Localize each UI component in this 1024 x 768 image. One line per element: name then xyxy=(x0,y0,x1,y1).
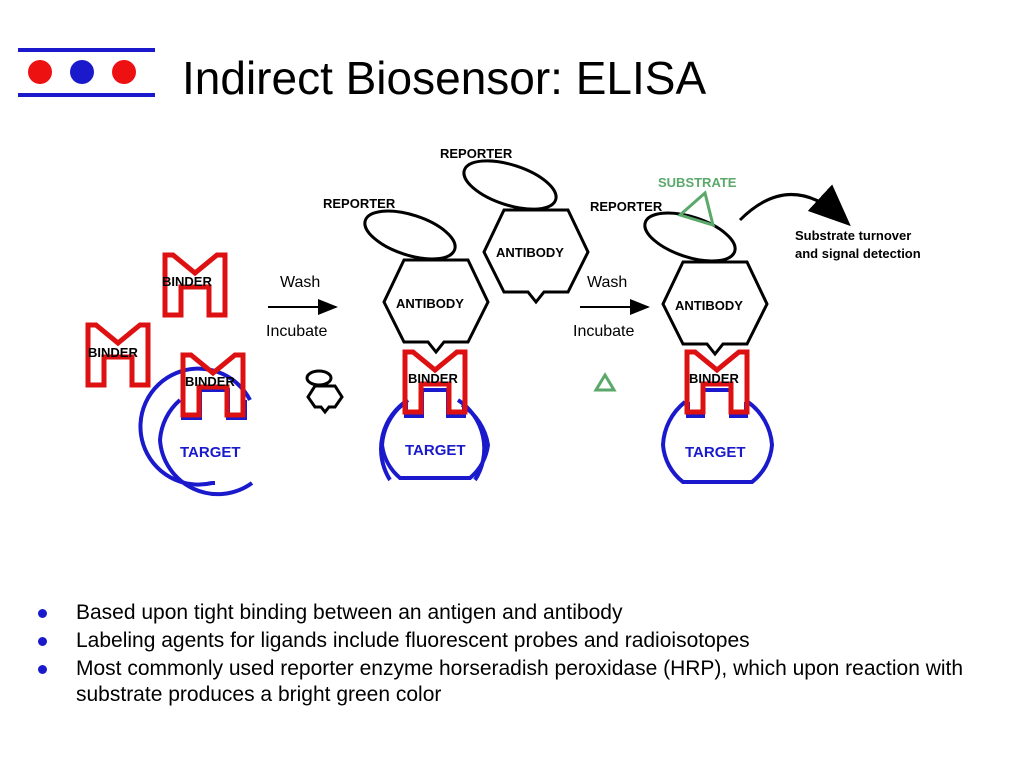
elisa-diagram: BINDER BINDER BINDER TARGET Wash Incubat… xyxy=(0,146,921,497)
antibody-label: ANTIBODY xyxy=(675,298,743,313)
antibody-label: ANTIBODY xyxy=(496,245,564,260)
substrate-triangle xyxy=(676,190,716,228)
reporter-label: REPORTER xyxy=(440,146,513,161)
bullet-item: Labeling agents for ligands include fluo… xyxy=(36,628,996,654)
reporter-shape xyxy=(363,209,457,261)
signal-note-line-1: Substrate turnover xyxy=(795,228,911,243)
bullet-item: Based upon tight binding between an anti… xyxy=(36,600,996,626)
binder-label: BINDER xyxy=(88,345,138,360)
binder-label: BINDER xyxy=(408,371,458,386)
binder-label: BINDER xyxy=(185,374,235,389)
signal-arrow xyxy=(738,184,851,227)
target-complex-2: BINDER TARGET ANTIBODY REPORTER xyxy=(323,196,491,482)
step-1: Wash Incubate xyxy=(266,274,338,340)
free-binder-2: BINDER xyxy=(88,325,148,385)
antibody-label: ANTIBODY xyxy=(396,296,464,311)
bullet-dot xyxy=(38,665,47,674)
binder-label: BINDER xyxy=(689,371,739,386)
logo-dot-red-2 xyxy=(112,60,136,84)
bullet-dot xyxy=(38,637,47,646)
page-title: Indirect Biosensor: ELISA xyxy=(182,52,707,104)
bullet-list: Based upon tight binding between an anti… xyxy=(36,600,996,710)
bullet-item: Most commonly used reporter enzyme horse… xyxy=(36,656,996,708)
substrate-triangle-small xyxy=(593,372,617,392)
reporter-shape xyxy=(643,211,737,263)
bullet-dot xyxy=(38,609,47,618)
step-2-incubate: Incubate xyxy=(573,323,634,340)
reporter-label: REPORTER xyxy=(590,199,663,214)
reporter-shape xyxy=(462,159,558,211)
step-1-wash: Wash xyxy=(280,274,320,291)
target-label: TARGET xyxy=(405,442,466,459)
target-complex-1: BINDER TARGET xyxy=(138,355,254,497)
step-2-wash: Wash xyxy=(587,274,627,291)
signal-note-line-2: and signal detection xyxy=(795,246,921,261)
reporter-label: REPORTER xyxy=(323,196,396,211)
free-antibody: REPORTER ANTIBODY xyxy=(440,146,590,304)
step-2: Wash Incubate xyxy=(573,274,650,340)
logo-dot-blue xyxy=(70,60,94,84)
target-complex-3: BINDER TARGET ANTIBODY REPORTER SUBSTRAT… xyxy=(590,175,775,484)
target-label: TARGET xyxy=(180,444,241,461)
binder-label: BINDER xyxy=(162,274,212,289)
logo xyxy=(18,48,155,97)
step-1-incubate: Incubate xyxy=(266,323,327,340)
free-binder-1: BINDER xyxy=(162,255,225,315)
logo-dot-red-1 xyxy=(28,60,52,84)
small-antibody-icon xyxy=(305,369,344,415)
target-label: TARGET xyxy=(685,444,746,461)
substrate-label: SUBSTRATE xyxy=(658,175,737,190)
